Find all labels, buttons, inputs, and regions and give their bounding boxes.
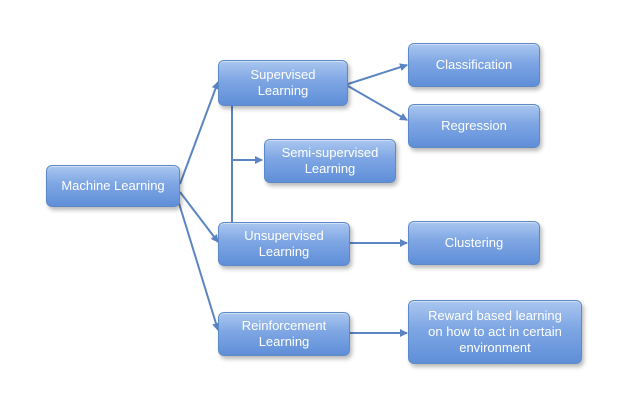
arrow-ml-to-reinforcement — [177, 199, 220, 331]
arrow-supervised-to-classification — [347, 63, 408, 85]
node-clustering: Clustering — [408, 221, 540, 265]
arrow-ml-to-unsupervised — [179, 191, 219, 243]
arrow-supervised-to-regression — [347, 85, 408, 121]
node-regression: Regression — [408, 104, 540, 148]
arrow-ml-to-supervised — [179, 81, 220, 185]
node-machine-learning: Machine Learning — [46, 165, 180, 207]
node-classification: Classification — [408, 43, 540, 87]
